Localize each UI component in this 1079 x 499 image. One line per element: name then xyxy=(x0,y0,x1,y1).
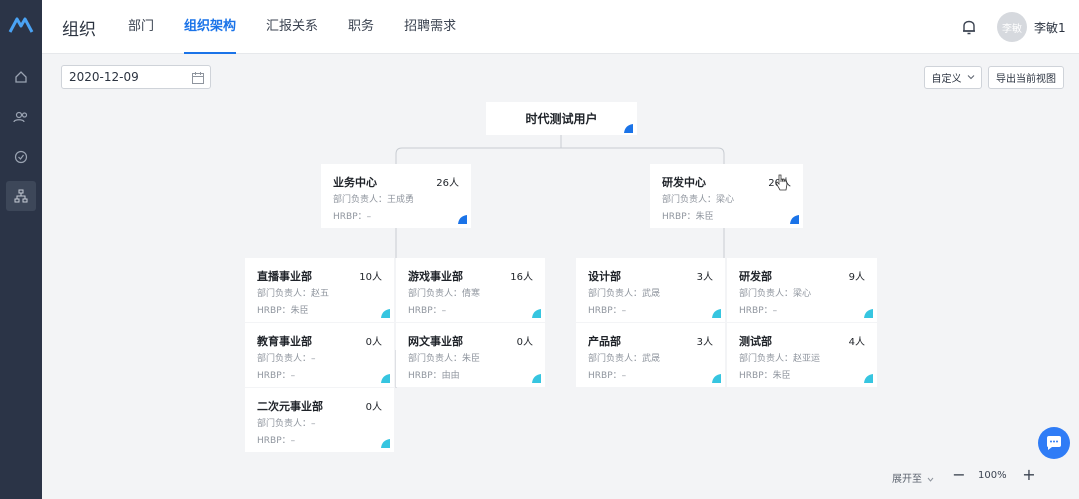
date-picker[interactable]: 2020-12-09 xyxy=(61,65,211,89)
dept-headcount: 16人 xyxy=(510,272,533,283)
dept-hrbp: HRBP：朱臣 xyxy=(662,212,714,222)
bell-icon[interactable] xyxy=(959,17,979,37)
check-circle-icon[interactable] xyxy=(6,142,36,172)
home-icon[interactable] xyxy=(6,62,36,92)
dept-headcount: 26人 xyxy=(436,178,459,189)
tab-org-structure[interactable]: 组织架构 xyxy=(184,0,237,54)
dept-headcount: 0人 xyxy=(365,402,382,413)
dept-hrbp: HRBP：朱臣 xyxy=(739,371,791,381)
corner-marker-icon xyxy=(624,122,633,133)
dept-manager: 部门负责人：梁心 xyxy=(662,195,735,205)
corner-marker-icon xyxy=(864,309,873,318)
dept-hrbp: HRBP：– xyxy=(408,306,447,316)
tab-departments[interactable]: 部门 xyxy=(128,19,155,34)
chat-icon[interactable] xyxy=(1038,427,1070,459)
dept-card-design[interactable]: 设计部 3人 部门负责人：武晟 HRBP：– xyxy=(576,258,725,322)
dept-headcount: 4人 xyxy=(848,337,865,348)
corner-marker-icon xyxy=(381,374,390,383)
expand-to-label: 展开至 xyxy=(892,474,922,485)
date-value: 2020-12-09 xyxy=(69,70,139,84)
dept-manager: 部门负责人：梁心 xyxy=(739,289,812,299)
logo-icon[interactable] xyxy=(6,10,36,40)
dept-hrbp: HRBP：– xyxy=(739,306,778,316)
main-nav: 部门 组织架构 汇报关系 职务 招聘需求 xyxy=(128,0,486,54)
dept-headcount: 9人 xyxy=(848,272,865,283)
mouse-cursor-icon xyxy=(775,174,789,192)
dept-manager: 部门负责人：赵五 xyxy=(257,289,330,299)
expand-to-dropdown[interactable]: 展开至 xyxy=(892,470,934,485)
custom-view-dropdown[interactable]: 自定义 xyxy=(924,66,982,89)
top-bar: 组织 部门 组织架构 汇报关系 职务 招聘需求 李敏 李敏1 xyxy=(42,0,1079,54)
org-root-name: 时代测试用户 xyxy=(525,112,598,126)
export-view-button[interactable]: 导出当前视图 xyxy=(988,66,1064,89)
zoom-out-button[interactable]: − xyxy=(952,465,966,484)
zoom-level: 100% xyxy=(978,470,1007,481)
dept-name: 设计部 xyxy=(588,270,621,283)
corner-marker-icon xyxy=(712,374,721,383)
dept-headcount: 3人 xyxy=(696,337,713,348)
sidebar xyxy=(0,0,42,499)
zoom-in-button[interactable]: + xyxy=(1022,465,1036,484)
dept-hrbp: HRBP：由由 xyxy=(408,371,460,381)
dept-manager: 部门负责人：– xyxy=(257,419,316,429)
chevron-down-icon xyxy=(967,72,975,83)
dept-card-rd[interactable]: 研发部 9人 部门负责人：梁心 HRBP：– xyxy=(727,258,877,322)
corner-marker-icon xyxy=(712,309,721,318)
dept-hrbp: HRBP：– xyxy=(588,371,627,381)
org-tree-icon[interactable] xyxy=(6,181,36,211)
custom-view-label: 自定义 xyxy=(931,74,962,85)
dept-manager: 部门负责人：赵亚运 xyxy=(739,354,821,364)
corner-marker-icon xyxy=(458,215,467,224)
dept-hrbp: HRBP：– xyxy=(257,371,296,381)
dept-name: 测试部 xyxy=(739,335,772,348)
dept-hrbp: HRBP：– xyxy=(333,212,372,222)
calendar-icon xyxy=(191,70,205,84)
dept-manager: 部门负责人：武晟 xyxy=(588,289,661,299)
corner-marker-icon xyxy=(532,309,541,318)
dept-hrbp: HRBP：– xyxy=(588,306,627,316)
corner-marker-icon xyxy=(532,374,541,383)
dept-card-business-center[interactable]: 业务中心 26人 部门负责人：王成勇 HRBP：– xyxy=(321,164,471,228)
tab-recruiting[interactable]: 招聘需求 xyxy=(404,19,457,34)
corner-marker-icon xyxy=(381,439,390,448)
dept-card-literature[interactable]: 网文事业部 0人 部门负责人：朱臣 HRBP：由由 xyxy=(396,323,545,387)
dept-headcount: 0人 xyxy=(365,337,382,348)
dept-headcount: 0人 xyxy=(516,337,533,348)
app-title: 组织 xyxy=(62,20,96,40)
tab-positions[interactable]: 职务 xyxy=(348,19,375,34)
dept-card-testing[interactable]: 测试部 4人 部门负责人：赵亚运 HRBP：朱臣 xyxy=(727,323,877,387)
dept-card-education[interactable]: 教育事业部 0人 部门负责人：– HRBP：– xyxy=(245,323,394,387)
dept-name: 二次元事业部 xyxy=(257,400,323,413)
dept-name: 研发中心 xyxy=(662,176,706,189)
corner-marker-icon xyxy=(864,374,873,383)
dept-card-games[interactable]: 游戏事业部 16人 部门负责人：倩寒 HRBP：– xyxy=(396,258,545,322)
users-icon[interactable] xyxy=(6,102,36,132)
dept-hrbp: HRBP：朱臣 xyxy=(257,306,309,316)
dept-card-live[interactable]: 直播事业部 10人 部门负责人：赵五 HRBP：朱臣 xyxy=(245,258,394,322)
dept-name: 业务中心 xyxy=(333,176,377,189)
corner-marker-icon xyxy=(790,215,799,224)
dept-name: 游戏事业部 xyxy=(408,270,463,283)
chevron-down-icon xyxy=(927,474,934,485)
dept-manager: 部门负责人：武晟 xyxy=(588,354,661,364)
tab-reporting[interactable]: 汇报关系 xyxy=(266,19,319,34)
dept-headcount: 3人 xyxy=(696,272,713,283)
dept-card-product[interactable]: 产品部 3人 部门负责人：武晟 HRBP：– xyxy=(576,323,725,387)
dept-name: 产品部 xyxy=(588,335,621,348)
corner-marker-icon xyxy=(381,309,390,318)
dept-name: 直播事业部 xyxy=(257,270,312,283)
dept-card-acg[interactable]: 二次元事业部 0人 部门负责人：– HRBP：– xyxy=(245,388,394,452)
dept-manager: 部门负责人：朱臣 xyxy=(408,354,481,364)
avatar[interactable]: 李敏 xyxy=(997,12,1027,42)
dept-name: 网文事业部 xyxy=(408,335,463,348)
user-name[interactable]: 李敏1 xyxy=(1034,21,1066,35)
dept-headcount: 10人 xyxy=(359,272,382,283)
dept-hrbp: HRBP：– xyxy=(257,436,296,446)
dept-name: 教育事业部 xyxy=(257,335,312,348)
dept-manager: 部门负责人：– xyxy=(257,354,316,364)
org-root-node[interactable]: 时代测试用户 xyxy=(486,102,637,135)
dept-manager: 部门负责人：王成勇 xyxy=(333,195,415,205)
dept-manager: 部门负责人：倩寒 xyxy=(408,289,481,299)
dept-name: 研发部 xyxy=(739,270,772,283)
